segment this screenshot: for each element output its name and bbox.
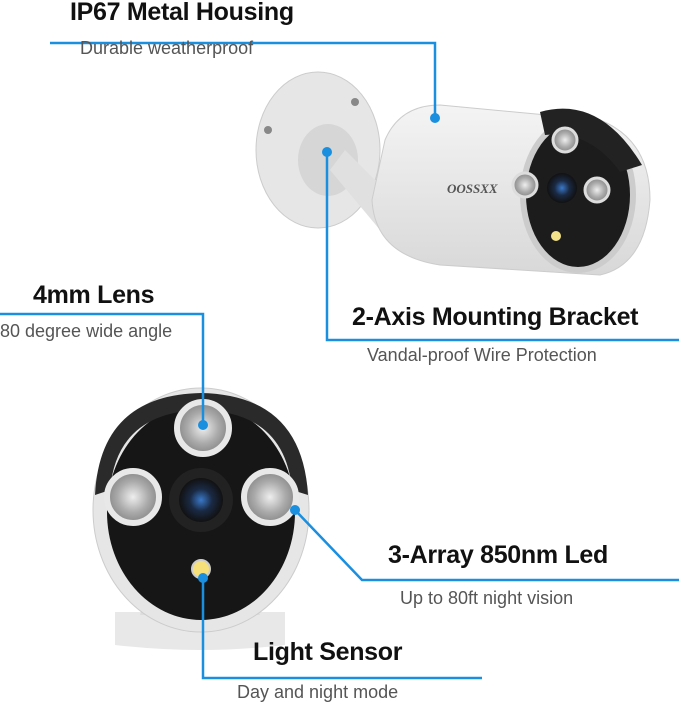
- callout-dot: [198, 573, 208, 583]
- callout-dot: [430, 113, 440, 123]
- callout-dot: [198, 420, 208, 430]
- callout-title-bracket: 2-Axis Mounting Bracket: [352, 303, 639, 331]
- callout-title-lens: 4mm Lens: [33, 281, 155, 309]
- callout-dot: [290, 505, 300, 515]
- callout-title-housing: IP67 Metal Housing: [70, 0, 294, 26]
- callout-subtitle-led: Up to 80ft night vision: [400, 588, 574, 608]
- camera-side-view: OOSSXX: [255, 71, 651, 276]
- callout-subtitle-housing: Durable weatherproof: [80, 38, 254, 58]
- callout-subtitle-lens: 80 degree wide angle: [0, 321, 173, 341]
- brand-logo: OOSSXX: [447, 181, 498, 196]
- callout-title-led: 3-Array 850nm Led: [388, 541, 608, 569]
- callout-dot: [322, 147, 332, 157]
- callout-title-sensor: Light Sensor: [253, 638, 403, 666]
- leader-lines: [0, 41, 679, 680]
- camera-front-view: [92, 387, 310, 650]
- callout-subtitle-bracket: Vandal-proof Wire Protection: [367, 345, 597, 365]
- callout-subtitle-sensor: Day and night mode: [237, 682, 399, 702]
